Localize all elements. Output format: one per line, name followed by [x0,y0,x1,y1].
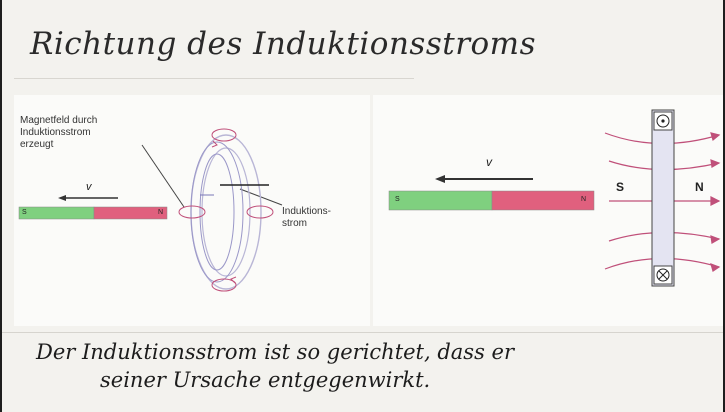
field-annotation-pointer [141,144,185,208]
velocity-label: v [486,155,492,169]
ring-diagram [18,128,283,292]
sheet-divider [2,332,723,333]
current-out-icon [656,114,670,128]
velocity-label: v [86,181,92,193]
magnet-south-label: S [395,196,400,203]
cross-section-panel: v [373,95,723,326]
velocity-arrowhead [435,175,445,183]
cross-section-diagram [388,109,721,287]
field-south-label: S [616,180,625,194]
magnet-south-half [388,190,493,211]
title-underline [14,78,414,79]
magnet-south-label: S [22,209,27,216]
caption-line-2: seiner Ursache entgegenwirkt. [100,368,431,392]
conductor-ring [190,134,262,290]
induced-field-annotation: Magnetfeld durch Induktionsstrom erzeugt [20,115,98,150]
field-north-label: N [695,180,704,194]
caption-line-1: Der Induktionsstrom ist so gerichtet, da… [36,340,515,364]
caption: Der Induktionsstrom ist so gerichtet, da… [36,338,706,394]
magnet-north-half [93,206,168,220]
page-title: Richtung des Induktionsstroms [30,26,536,62]
magnet-north-half [491,190,595,211]
magnet-south-half [18,206,95,220]
induced-current-annotation: Induktions- strom [282,206,331,229]
magnet-north-label: N [158,209,164,216]
current-in-icon [656,268,670,282]
velocity-arrowhead [58,195,66,201]
ring-diagram-panel: Magnetfeld durch Induktionsstrom erzeugt… [14,95,370,326]
induced-field-loops [178,128,274,292]
magnet-north-label: N [581,196,587,203]
ring-cross-section [651,109,675,287]
